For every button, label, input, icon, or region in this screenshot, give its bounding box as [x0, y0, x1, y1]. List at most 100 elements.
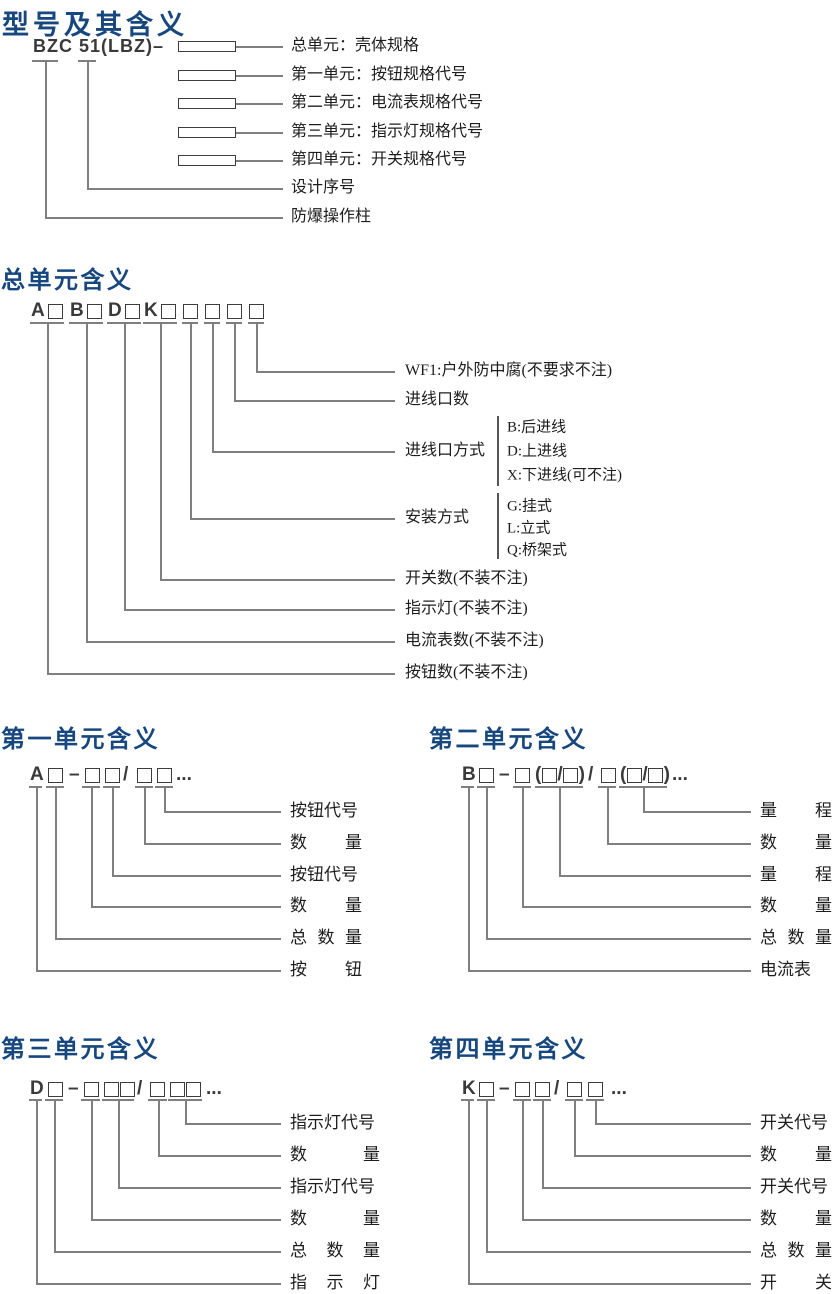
group-underline [29, 1099, 42, 1101]
code-token [103, 1080, 135, 1097]
code-token [204, 302, 220, 319]
code-box [563, 768, 579, 783]
unit-spec-label: 总单元：壳体规格 [291, 36, 420, 54]
connector-line [486, 938, 751, 940]
connector-line [164, 811, 281, 813]
connector-line [574, 1099, 576, 1155]
section-title-unit4: 第四单元含义 [429, 1036, 588, 1063]
code-token [83, 1080, 99, 1097]
code-char: ( [620, 764, 627, 785]
field-label: 数量 [760, 833, 832, 853]
field-label: 数量 [290, 1145, 380, 1165]
code-token: / [123, 765, 128, 784]
code-token: – [499, 1079, 510, 1098]
code-char: . [186, 764, 192, 785]
option-item: G:挂式 [507, 498, 553, 515]
field-label: 开关数(不装不注) [405, 569, 528, 587]
code-box [84, 768, 100, 783]
code-box [626, 768, 642, 783]
code-box [47, 1082, 63, 1097]
section-title-unit1: 第一单元含义 [1, 726, 160, 753]
code-char: A [30, 764, 44, 785]
connector-line [164, 786, 166, 811]
code-token: ... [176, 764, 192, 785]
code-box [103, 1082, 119, 1097]
code-box [124, 304, 140, 319]
field-label: 指示灯(不装不注) [405, 599, 528, 617]
code-char: . [682, 764, 688, 785]
option-item: Q:桥架式 [507, 542, 568, 559]
code-token: – [69, 764, 80, 785]
field-label: 指示灯 [290, 1273, 380, 1293]
connector-line [236, 75, 283, 77]
connector-line [36, 786, 38, 970]
connector-line [91, 1099, 93, 1219]
code-char: D [108, 300, 122, 321]
connector-line [55, 786, 57, 938]
code-char: . [216, 1078, 222, 1099]
connector-line [45, 217, 283, 219]
connector-line [595, 1099, 597, 1123]
code-token: ... [611, 1079, 627, 1098]
connector-line [112, 875, 281, 877]
connector-line [118, 1099, 120, 1187]
code-token [47, 1080, 63, 1097]
code-token [149, 1080, 165, 1097]
connector-line [124, 322, 126, 609]
code-box [47, 304, 63, 319]
connector-line [190, 518, 395, 520]
field-label: 进线口方式 [405, 441, 486, 459]
code-box [566, 1082, 582, 1097]
code-token [182, 302, 198, 319]
unit-spec-label: 第二单元：电流表规格代号 [291, 93, 484, 111]
code-token: D [30, 1079, 44, 1098]
serial-label: 设计序号 [291, 178, 356, 196]
code-token: ... [206, 1078, 222, 1099]
field-label: 按钮数(不装不注) [405, 663, 528, 681]
code-char: / [554, 1078, 560, 1099]
section-title-unit3: 第三单元含义 [1, 1036, 160, 1063]
connector-line [112, 786, 114, 875]
option-divider [497, 493, 499, 559]
connector-line [118, 1187, 281, 1189]
connector-line [542, 1187, 751, 1189]
model-code: BZC 51(LBZ)– [33, 36, 165, 56]
group-underline [81, 1099, 100, 1101]
spec-box [178, 98, 236, 109]
connector-line [124, 609, 395, 611]
code-box [47, 768, 63, 783]
code-token [160, 302, 176, 319]
code-token: – [68, 1078, 79, 1099]
connector-line [36, 1283, 281, 1285]
connector-line [559, 875, 751, 877]
code-box [478, 1082, 494, 1097]
code-token: / [588, 765, 593, 784]
connector-line [87, 60, 89, 188]
field-label: 量程 [760, 801, 832, 821]
connector-line [256, 322, 258, 371]
code-token: B [462, 765, 476, 784]
connector-line [468, 786, 470, 970]
connector-line [185, 1123, 281, 1125]
code-token [248, 302, 264, 319]
connector-line [144, 786, 146, 843]
group-underline [461, 1099, 474, 1101]
code-token: A [30, 764, 44, 785]
connector-line [256, 371, 395, 373]
code-char: – [68, 1078, 79, 1099]
code-token [136, 766, 152, 783]
code-char: – [69, 764, 80, 785]
connector-line [607, 843, 751, 845]
field-label: 指示灯代号 [290, 1177, 375, 1197]
section-title-unit2: 第二单元含义 [429, 726, 588, 753]
spec-box [178, 127, 236, 138]
unit-spec-label: 第四单元：开关规格代号 [291, 150, 468, 168]
option-divider [497, 416, 499, 486]
field-label: 按钮 [290, 960, 362, 980]
code-char: B [70, 300, 84, 321]
code-token: ... [672, 764, 688, 785]
code-box [514, 768, 530, 783]
connector-line [185, 1099, 187, 1123]
field-label: 电流表数(不装不注) [405, 631, 544, 649]
field-label: 数量 [760, 896, 832, 916]
